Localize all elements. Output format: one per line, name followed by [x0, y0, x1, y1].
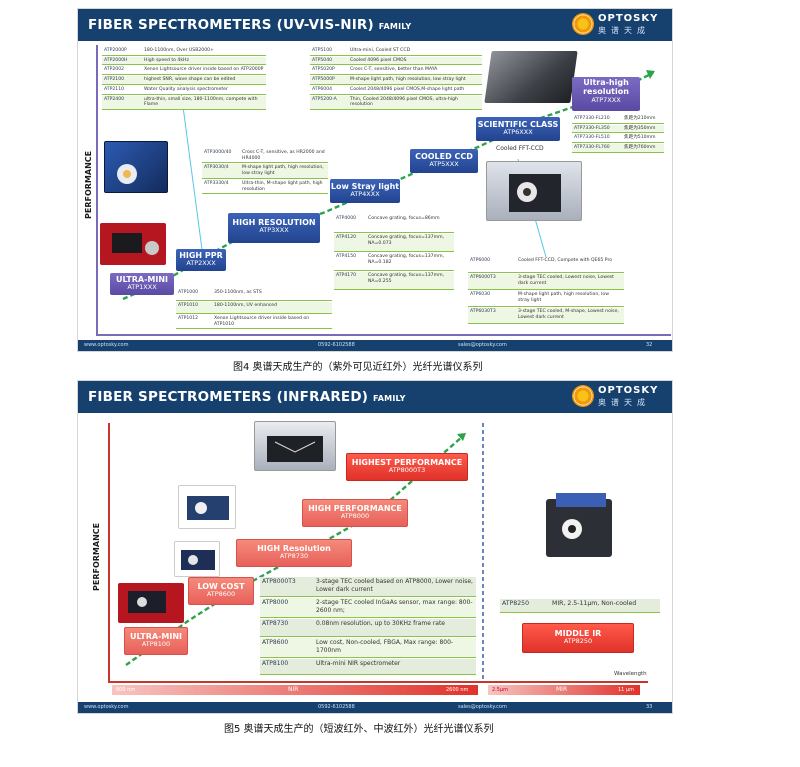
figure-4-caption: 图4 奥谱天成生产的（紫外可见近红外）光纤光谱仪系列 [233, 362, 483, 373]
atp2000-product-image [104, 141, 168, 193]
growth-arrow [125, 423, 484, 681]
mir-start-label: 2.5μm [492, 687, 509, 693]
optosky-logo: OPTOSKY 奥谱天成 [572, 12, 664, 38]
mir-band-bar [488, 685, 640, 695]
atp6000-product-image [486, 161, 582, 221]
nir-band-bar [112, 685, 478, 695]
slide-header: FIBER SPECTROMETERS (UV-VIS-NIR) FAMILY … [78, 9, 672, 41]
optosky-logo: OPTOSKY 奥谱天成 [572, 384, 664, 410]
nir-end-label: 2600 nm [446, 687, 469, 693]
y-axis [108, 423, 110, 683]
atp8250-product-image [526, 485, 630, 567]
figure-5-caption: 图5 奥谱天成生产的（短波红外、中波红外）光纤光谱仪系列 [224, 724, 494, 735]
cooled-fft-ccd-note: Cooled FFT-CCD [496, 145, 544, 152]
nir-start-label: 800 nm [116, 687, 136, 693]
slide-footer: www.optosky.com 0592-6102588 sales@optos… [78, 340, 672, 351]
x-axis [96, 334, 671, 336]
wavelength-label: Wavelength [614, 671, 647, 677]
figure-4-slide: FIBER SPECTROMETERS (UV-VIS-NIR) FAMILY … [77, 8, 673, 352]
mir-label: MIR [556, 686, 568, 693]
atp7000-product-image [484, 51, 578, 103]
nir-label: NIR [288, 686, 299, 693]
atp8000-product-image [178, 485, 236, 529]
logo-sun-icon [572, 385, 594, 407]
logo-sun-icon [572, 13, 594, 35]
atp1000-product-image [100, 223, 166, 265]
slide-title: FIBER SPECTROMETERS (INFRARED) FAMILY [88, 389, 406, 405]
figure-5-slide: FIBER SPECTROMETERS (INFRARED) FAMILY OP… [77, 380, 673, 714]
slide-header: FIBER SPECTROMETERS (INFRARED) FAMILY OP… [78, 381, 672, 413]
slide-title: FIBER SPECTROMETERS (UV-VIS-NIR) FAMILY [88, 17, 412, 33]
mir-end-label: 11 μm [618, 687, 635, 693]
slide-footer: www.optosky.com 0592-6102588 sales@optos… [78, 702, 672, 713]
atp8730-product-image [174, 541, 220, 577]
x-axis [108, 681, 648, 683]
y-axis [96, 45, 98, 335]
atp8600-product-image [118, 583, 184, 623]
atp8000t3-product-image [254, 421, 336, 471]
